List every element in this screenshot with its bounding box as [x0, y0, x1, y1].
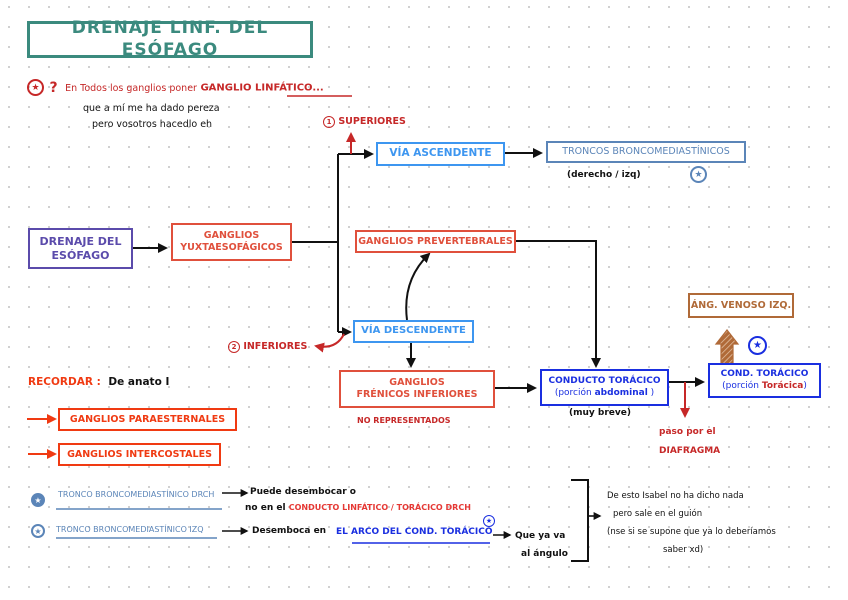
row2-text-highlight: EL ARCO DEL COND. TORÁCICO — [336, 527, 493, 537]
page-title-text: DRENAJE LINF. DEL ESÓFAGO — [71, 18, 269, 60]
node-via-ascendente-text: VÍA ASCENDENTE — [389, 147, 492, 160]
bracket — [571, 479, 589, 562]
row2-star-icon: ★ — [31, 524, 45, 538]
arrow-inferiores — [314, 333, 345, 353]
top-note-prefix: En Todos los ganglios poner — [65, 82, 197, 94]
side-note: De esto Isabel no ha dicho nada pero sal… — [607, 487, 776, 559]
row1-text2: no en el CONDUCTO LINFÁTICO / TORÁCICO D… — [245, 503, 471, 513]
node-troncos-text: TRONCOS BRONCOMEDIASTÍNICOS — [562, 146, 730, 158]
recordar-item-paraesternales-text: GANGLIOS PARAESTERNALES — [69, 413, 226, 425]
recordar-item-paraesternales[interactable]: GANGLIOS PARAESTERNALES — [58, 408, 237, 431]
recordar-heading: RECORDAR : De anato I — [28, 376, 169, 388]
node-yuxta-line1: GANGLIOS — [203, 230, 260, 242]
node-angulo-venoso[interactable]: ÁNG. VENOSO IZQ. — [688, 293, 794, 318]
arrow-descendente-prevertebrales — [405, 252, 431, 321]
cond-toracico-prefix: (porción — [722, 380, 760, 391]
top-note-suffix: ... — [312, 82, 324, 94]
node-ganglios-yuxtaesofagicos[interactable]: GANGLIOS YUXTAESOFÁGICOS — [171, 223, 292, 261]
number-two-marker: 2 — [228, 341, 240, 353]
cond-toracico-suffix: ) — [803, 380, 807, 391]
side-note-line1: De esto Isabel no ha dicho nada — [607, 491, 744, 501]
row2-after-line2: al ángulo — [521, 549, 568, 559]
node-angulo-venoso-text: ÁNG. VENOSO IZQ. — [690, 299, 792, 311]
node-conducto-abd-line1: CONDUCTO TORÁCICO — [548, 376, 661, 387]
diafragma-note-line2: DIAFRAGMA — [659, 446, 721, 456]
row1-text2-highlight: CONDUCTO LINFÁTICO / TORÁCICO DRCH — [288, 503, 471, 512]
troncos-note: (derecho / izq) — [567, 170, 641, 180]
node-via-descendente[interactable]: VÍA DESCENDENTE — [353, 320, 474, 343]
question-mark: ? — [49, 79, 58, 96]
superiores-label: 1 SUPERIORES — [323, 116, 406, 128]
node-ganglios-prevertebrales[interactable]: GANGLIOS PREVERTEBRALES — [355, 230, 516, 253]
row1-text2-prefix: no en el — [245, 503, 286, 513]
row1-star-icon: ★ — [31, 493, 45, 507]
arco-star-icon: ★ — [483, 515, 495, 527]
row2-text-prefix: Desemboca en — [252, 526, 327, 536]
star-marker-icon: ★ — [27, 79, 44, 96]
frenicos-note: NO REPRESENTADOS — [357, 416, 451, 425]
top-note-highlight: GANGLIO — [200, 82, 252, 94]
node-frenicos-line2: FRÉNICOS INFERIORES — [356, 389, 478, 400]
node-troncos-broncomediastinicos[interactable]: TRONCOS BRONCOMEDIASTÍNICOS — [546, 141, 746, 163]
recordar-colon: : — [96, 376, 101, 388]
superiores-text: SUPERIORES — [338, 116, 406, 127]
node-drenaje-line1: DRENAJE DEL — [39, 234, 122, 248]
tronco-izq-label: TRONCO BRONCOMEDIASTÍNICO IZQ — [56, 525, 204, 534]
node-conducto-abd-line2: (porción abdominal ) — [555, 388, 654, 399]
top-note-line3: pero vosotros hacedlo eh — [92, 119, 213, 130]
recordar-text: De anato I — [108, 376, 170, 388]
node-via-ascendente[interactable]: VÍA ASCENDENTE — [376, 142, 505, 166]
top-note: ★ ? En Todos los ganglios poner GANGLIO … — [27, 79, 324, 96]
troncos-star-icon: ★ — [690, 166, 707, 183]
side-note-line2: pero sale en el guión — [613, 509, 703, 519]
diafragma-note-line1: paso por el — [659, 427, 716, 437]
cond-toracico-star-icon: ★ — [748, 336, 767, 355]
row2-after-line1: Que ya va — [515, 531, 566, 541]
node-cond-toracico-line2: (porción Torácica) — [722, 381, 807, 392]
arrow-angulo-venoso — [714, 329, 740, 365]
tronco-drch-label: TRONCO BRONCOMEDIASTÍNICO DRCH — [58, 490, 215, 499]
node-conducto-toracico-abdominal[interactable]: CONDUCTO TORÁCICO (porción abdominal ) — [540, 369, 669, 406]
recordar-item-intercostales-text: GANGLIOS INTERCOSTALES — [67, 448, 212, 460]
node-drenaje-line2: ESÓFAGO — [51, 248, 110, 262]
diafragma-note: paso por el DIAFRAGMA — [659, 423, 720, 461]
side-note-line4: saber xd) — [663, 545, 704, 555]
top-note-line2: que a mí me ha dado pereza — [83, 103, 220, 114]
node-via-descendente-text: VÍA DESCENDENTE — [361, 325, 466, 337]
recordar-item-intercostales[interactable]: GANGLIOS INTERCOSTALES — [58, 443, 221, 466]
top-note-underlined: LINFÁTICO — [255, 82, 313, 94]
cond-toracico-highlight: Torácica — [761, 380, 804, 391]
row1-text1: Puede desembocar o — [250, 487, 356, 497]
number-one-marker: 1 — [323, 116, 335, 128]
arrow-prevertebrales-conducto — [516, 240, 601, 368]
conducto-abd-highlight: abdominal — [594, 387, 648, 398]
row2-after: Que ya va al ángulo — [515, 527, 568, 563]
node-drenaje-esofago[interactable]: DRENAJE DEL ESÓFAGO — [28, 228, 133, 269]
conducto-abd-suffix: ) — [650, 387, 655, 398]
node-ganglios-frenicos-inferiores[interactable]: GANGLIOS FRÉNICOS INFERIORES — [339, 370, 495, 408]
node-cond-toracico-line1: COND. TORÁCICO — [720, 369, 809, 380]
node-frenicos-line1: GANGLIOS — [389, 377, 445, 389]
side-note-line3: (nse si se supone que ya lo deberíamos — [607, 527, 776, 537]
conducto-abd-note: (muy breve) — [569, 408, 631, 418]
node-prevertebrales-text: GANGLIOS PREVERTEBRALES — [358, 235, 513, 247]
inferiores-label: 2 INFERIORES — [228, 341, 307, 353]
conducto-abd-prefix: (porción — [554, 387, 592, 398]
node-yuxta-line2: YUXTAESOFÁGICOS — [180, 242, 283, 253]
page-title: DRENAJE LINF. DEL ESÓFAGO — [27, 18, 313, 60]
inferiores-text: INFERIORES — [243, 341, 308, 352]
recordar-label: RECORDAR — [28, 376, 93, 388]
node-cond-toracico[interactable]: COND. TORÁCICO (porción Torácica) — [708, 363, 821, 398]
